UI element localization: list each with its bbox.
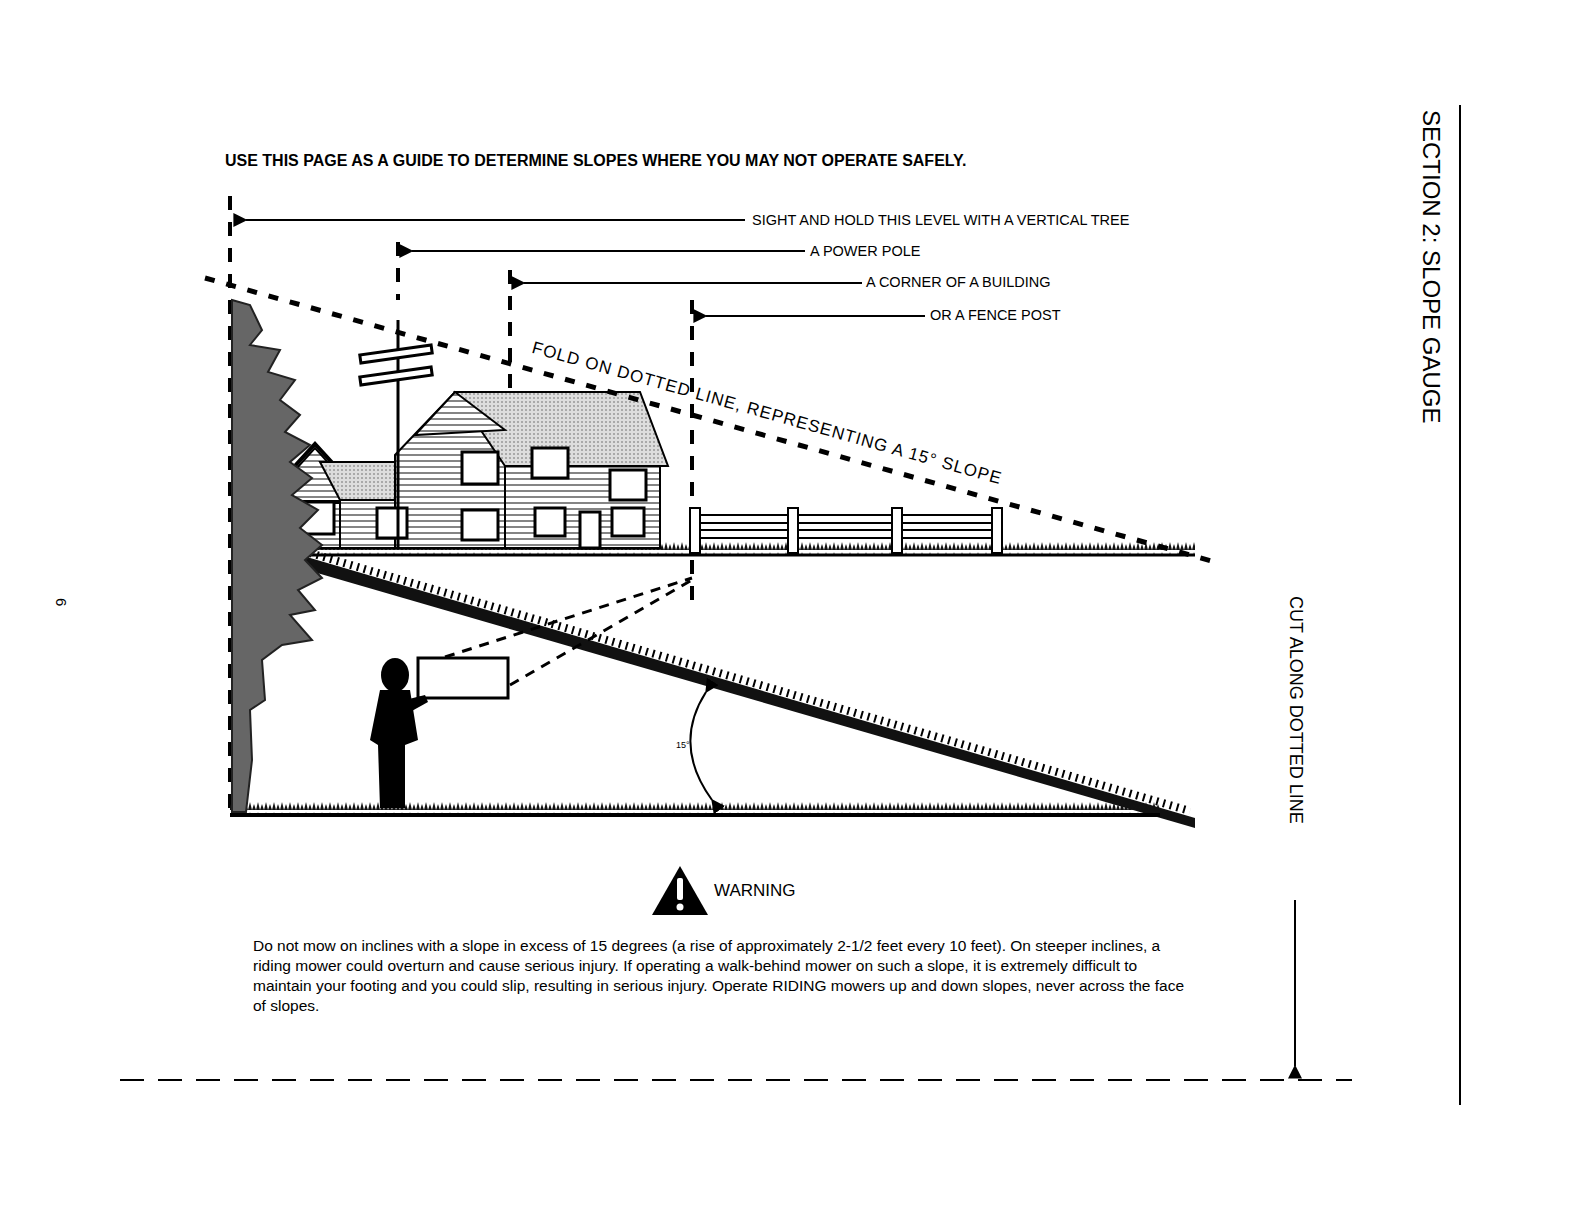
angle-arc xyxy=(690,692,712,800)
sight-label: SIGHT AND HOLD THIS LEVEL WITH A VERTICA… xyxy=(752,212,1129,229)
sight-label: A POWER POLE xyxy=(810,243,920,260)
slope-line xyxy=(300,555,1195,828)
page-rule xyxy=(1459,105,1461,1105)
fence xyxy=(690,508,1002,553)
cut-label: CUT ALONG DOTTED LINE xyxy=(1285,596,1306,824)
level-line xyxy=(300,554,1195,557)
cut-arrow xyxy=(1294,900,1296,1066)
reference-lines xyxy=(230,196,692,815)
sight-label: OR A FENCE POST xyxy=(930,307,1061,324)
sight-label: A CORNER OF A BUILDING xyxy=(866,274,1051,291)
warning-symbol xyxy=(652,866,708,915)
warning-text: Do not mow on inclines with a slope in e… xyxy=(253,936,1188,1017)
power-pole xyxy=(360,320,432,548)
grass xyxy=(230,800,1160,814)
sight-arrows xyxy=(246,220,925,316)
page-heading: USE THIS PAGE AS A GUIDE TO DETERMINE SL… xyxy=(225,152,966,170)
page-number: 6 xyxy=(53,598,70,606)
ground-line xyxy=(230,813,1160,817)
angle-label: 15° xyxy=(676,740,690,750)
person xyxy=(370,658,508,808)
fold-line xyxy=(205,278,1215,562)
tree xyxy=(232,300,322,812)
house xyxy=(262,392,668,548)
gauge-board xyxy=(418,658,508,698)
cut-line xyxy=(120,1079,1352,1081)
warning-label: WARNING xyxy=(714,881,796,901)
section-heading: SECTION 2: SLOPE GAUGE xyxy=(1417,110,1445,423)
